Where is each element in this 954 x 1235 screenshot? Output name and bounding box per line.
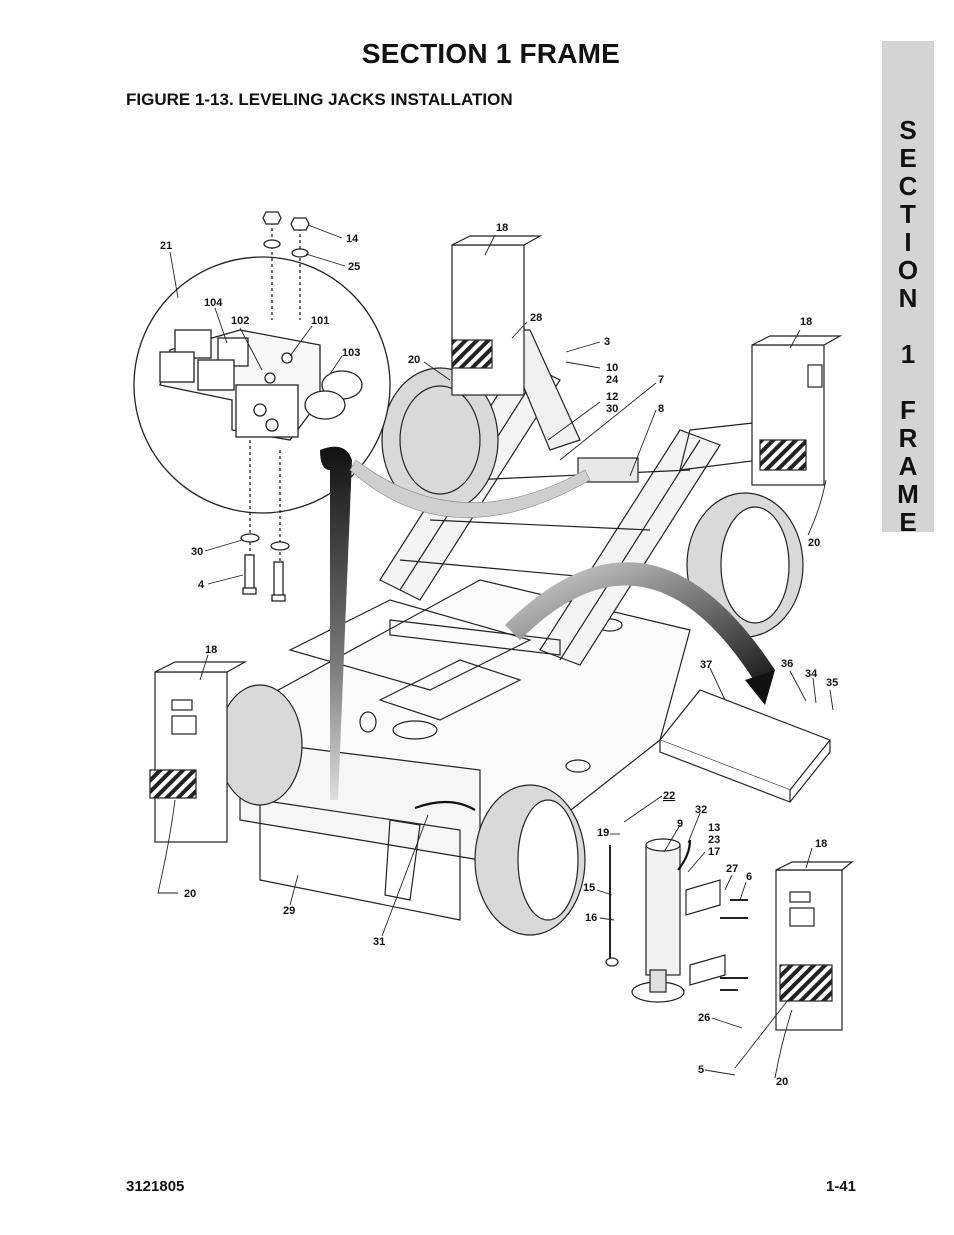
side-tab-letter: C xyxy=(898,171,918,201)
side-tab-letter: N xyxy=(898,283,918,313)
callout-6: 6 xyxy=(746,871,752,883)
callout-104: 104 xyxy=(204,297,223,309)
side-tab-letter: R xyxy=(898,423,918,453)
side-tab-letter: M xyxy=(897,479,919,509)
callout-28: 28 xyxy=(530,312,542,324)
callout-18: 18 xyxy=(815,838,827,850)
callout-26: 26 xyxy=(698,1012,710,1024)
callout-102: 102 xyxy=(231,315,249,327)
side-tab-letter: S xyxy=(899,115,917,145)
callout-14: 14 xyxy=(346,233,359,245)
callout-18: 18 xyxy=(496,222,508,234)
callout-5: 5 xyxy=(698,1064,704,1076)
side-tab-letter: E xyxy=(899,507,917,537)
side-tab-letter: A xyxy=(898,451,918,481)
callout-22: 22 xyxy=(663,790,675,802)
chassis-frame xyxy=(217,329,804,936)
side-tab-letter: T xyxy=(900,199,916,229)
callout-20: 20 xyxy=(776,1076,788,1088)
side-tab-letter: O xyxy=(897,255,919,285)
callout-30: 30 xyxy=(606,403,618,415)
callout-29: 29 xyxy=(283,905,295,917)
callout-3: 3 xyxy=(604,336,610,348)
jack-covers xyxy=(149,235,854,1031)
harness-wire xyxy=(414,800,476,811)
callout-20: 20 xyxy=(184,888,196,900)
leader-lines xyxy=(157,224,834,1079)
callout-103: 103 xyxy=(342,347,360,359)
page-number: 1-41 xyxy=(825,1178,856,1195)
callout-20: 20 xyxy=(808,537,820,549)
arrow-cover-link xyxy=(505,562,775,690)
callout-101: 101 xyxy=(311,315,329,327)
document-number: 3121805 xyxy=(126,1178,185,1195)
callout-25: 25 xyxy=(348,261,360,273)
callout-13: 13 xyxy=(708,822,720,834)
callout-16: 16 xyxy=(585,912,597,924)
figure-title: FIGURE 1-13. LEVELING JACKS INSTALLATION xyxy=(126,90,513,109)
callout-4: 4 xyxy=(198,579,205,591)
callout-18: 18 xyxy=(205,644,217,656)
side-tab-letter: 1 xyxy=(900,339,916,369)
callout-19: 19 xyxy=(597,827,609,839)
callout-24: 24 xyxy=(606,374,619,386)
callout-8: 8 xyxy=(658,403,664,415)
arrow-head-icon xyxy=(745,670,775,705)
callout-27: 27 xyxy=(726,863,738,875)
callout-18: 18 xyxy=(800,316,812,328)
callout-15: 15 xyxy=(583,882,595,894)
callout-30: 30 xyxy=(191,546,203,558)
page-title: SECTION 1 FRAME xyxy=(361,38,621,69)
side-tab-letter: I xyxy=(904,227,912,257)
callout-labels: 14 25 21 18 28 3 10 24 12 30 7 8 18 20 1… xyxy=(160,222,838,1088)
callout-35: 35 xyxy=(826,677,838,689)
callout-17: 17 xyxy=(708,846,720,858)
callout-12: 12 xyxy=(606,391,618,403)
callout-34: 34 xyxy=(805,668,818,680)
arrow-detail-link-left xyxy=(320,446,352,800)
callout-36: 36 xyxy=(781,658,793,670)
callout-23: 23 xyxy=(708,834,720,846)
section-side-tab: S E C T I O N 1 F R A M E xyxy=(882,41,934,537)
callout-10: 10 xyxy=(606,362,618,374)
callout-37: 37 xyxy=(700,659,712,671)
harness-wire xyxy=(677,839,692,871)
callout-7: 7 xyxy=(658,374,664,386)
side-tab-letter: F xyxy=(900,395,916,425)
callout-32: 32 xyxy=(695,804,707,816)
side-tab-letter: E xyxy=(899,143,917,173)
arrow-detail-link-top xyxy=(349,459,591,518)
callout-21: 21 xyxy=(160,240,172,252)
callout-31: 31 xyxy=(373,936,385,948)
callout-9: 9 xyxy=(677,818,683,830)
callout-20: 20 xyxy=(408,354,420,366)
